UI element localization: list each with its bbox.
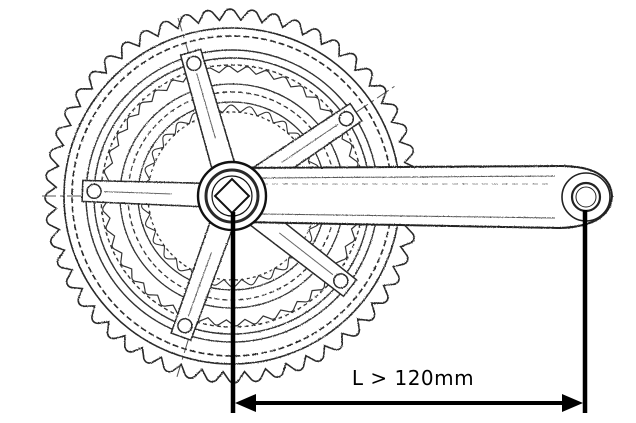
spider-arm-edge xyxy=(187,252,212,317)
spider-arm-edge xyxy=(281,123,339,163)
chainring-bolt xyxy=(186,55,202,72)
spider-arm-edge xyxy=(278,232,334,276)
spider-arms xyxy=(81,48,363,342)
chainring-bolt xyxy=(86,183,102,200)
outer-chainring-teeth xyxy=(44,8,420,384)
spider-arm-edge xyxy=(104,191,173,195)
dimension-arrow xyxy=(235,394,583,412)
dimension-extension-lines xyxy=(230,210,588,413)
pedal-eye xyxy=(561,172,611,222)
chainring-bolt xyxy=(333,273,349,289)
bottom-bracket-axle xyxy=(196,160,268,232)
dimension-label: L > 120mm xyxy=(351,366,475,390)
crank-arm xyxy=(237,164,614,230)
spider-arm-edge xyxy=(196,72,216,139)
chainring-bolt xyxy=(177,317,193,334)
chainring-bolt xyxy=(338,110,355,127)
inner-chainring-teeth xyxy=(140,104,324,288)
inner-teeth-path xyxy=(140,104,324,288)
